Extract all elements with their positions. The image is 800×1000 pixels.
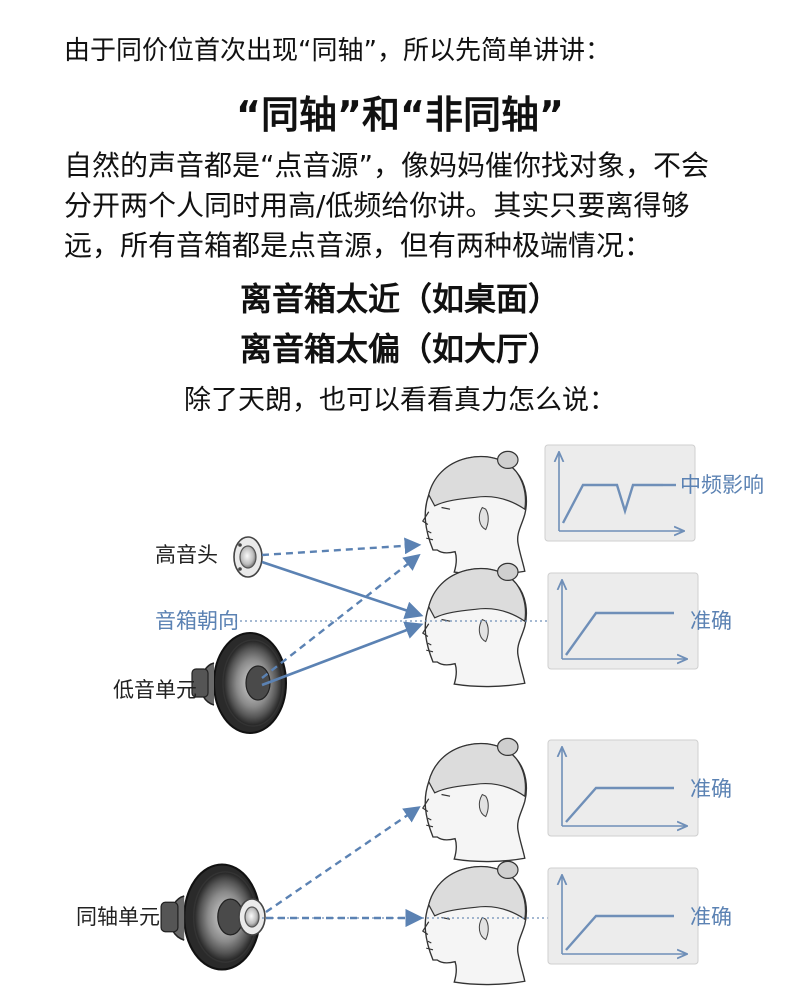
tweeter-graphic — [233, 536, 263, 578]
page-title: “同轴”和“非同轴” — [236, 93, 564, 137]
listener-head-axis — [422, 562, 528, 688]
outro-text: 除了天朗，也可以看看真力怎么说： — [184, 385, 616, 416]
woofer-to-upper-arrow — [261, 553, 421, 679]
tweeter-label: 高音头 — [155, 543, 218, 567]
listener-head-lower-upper — [422, 737, 528, 863]
listener-head-upper — [422, 450, 528, 576]
response-label-mid: 中频影响 — [680, 473, 764, 497]
response-panel-accurate-3 — [548, 868, 698, 964]
coaxial-diagram: 高音头 音箱朝向 低音单元 中频影响 准确 同轴单元 准确 准确 — [76, 430, 764, 986]
tweeter-to-upper-arrow — [261, 537, 422, 557]
speaker-axis-label: 音箱朝向 — [155, 609, 239, 633]
case-too-close: 离音箱太近（如桌面） — [239, 280, 560, 318]
coaxial-driver-graphic — [160, 863, 266, 971]
response-label-accurate-1: 准确 — [690, 609, 732, 633]
tweeter-to-axis-arrow — [261, 560, 424, 619]
paragraph-line-2: 分开两个人同时用高/低频给你讲。其实只要离得够 — [64, 189, 690, 222]
paragraph-line-3: 远，所有音箱都是点音源，但有两种极端情况： — [64, 229, 653, 262]
paragraph-line-1: 自然的声音都是“点音源”，像妈妈催你找对象，不会 — [64, 149, 710, 182]
response-panel-accurate-2 — [548, 740, 698, 836]
woofer-label: 低音单元 — [113, 678, 197, 702]
coaxial-label: 同轴单元 — [76, 905, 160, 929]
response-label-accurate-3: 准确 — [690, 905, 732, 929]
coaxial-to-upper-arrow — [265, 806, 421, 913]
response-panel-accurate-1 — [548, 573, 698, 669]
woofer-graphic — [191, 632, 287, 734]
woofer-to-axis-arrow — [261, 621, 424, 687]
response-label-accurate-2: 准确 — [690, 777, 732, 801]
case-too-off-axis: 离音箱太偏（如大厅） — [239, 330, 560, 368]
intro-text: 由于同价位首次出现“同轴”，所以先简单讲讲： — [64, 36, 611, 66]
listener-head-lower-axis — [422, 860, 528, 986]
response-panel-mid-dip — [545, 445, 695, 541]
